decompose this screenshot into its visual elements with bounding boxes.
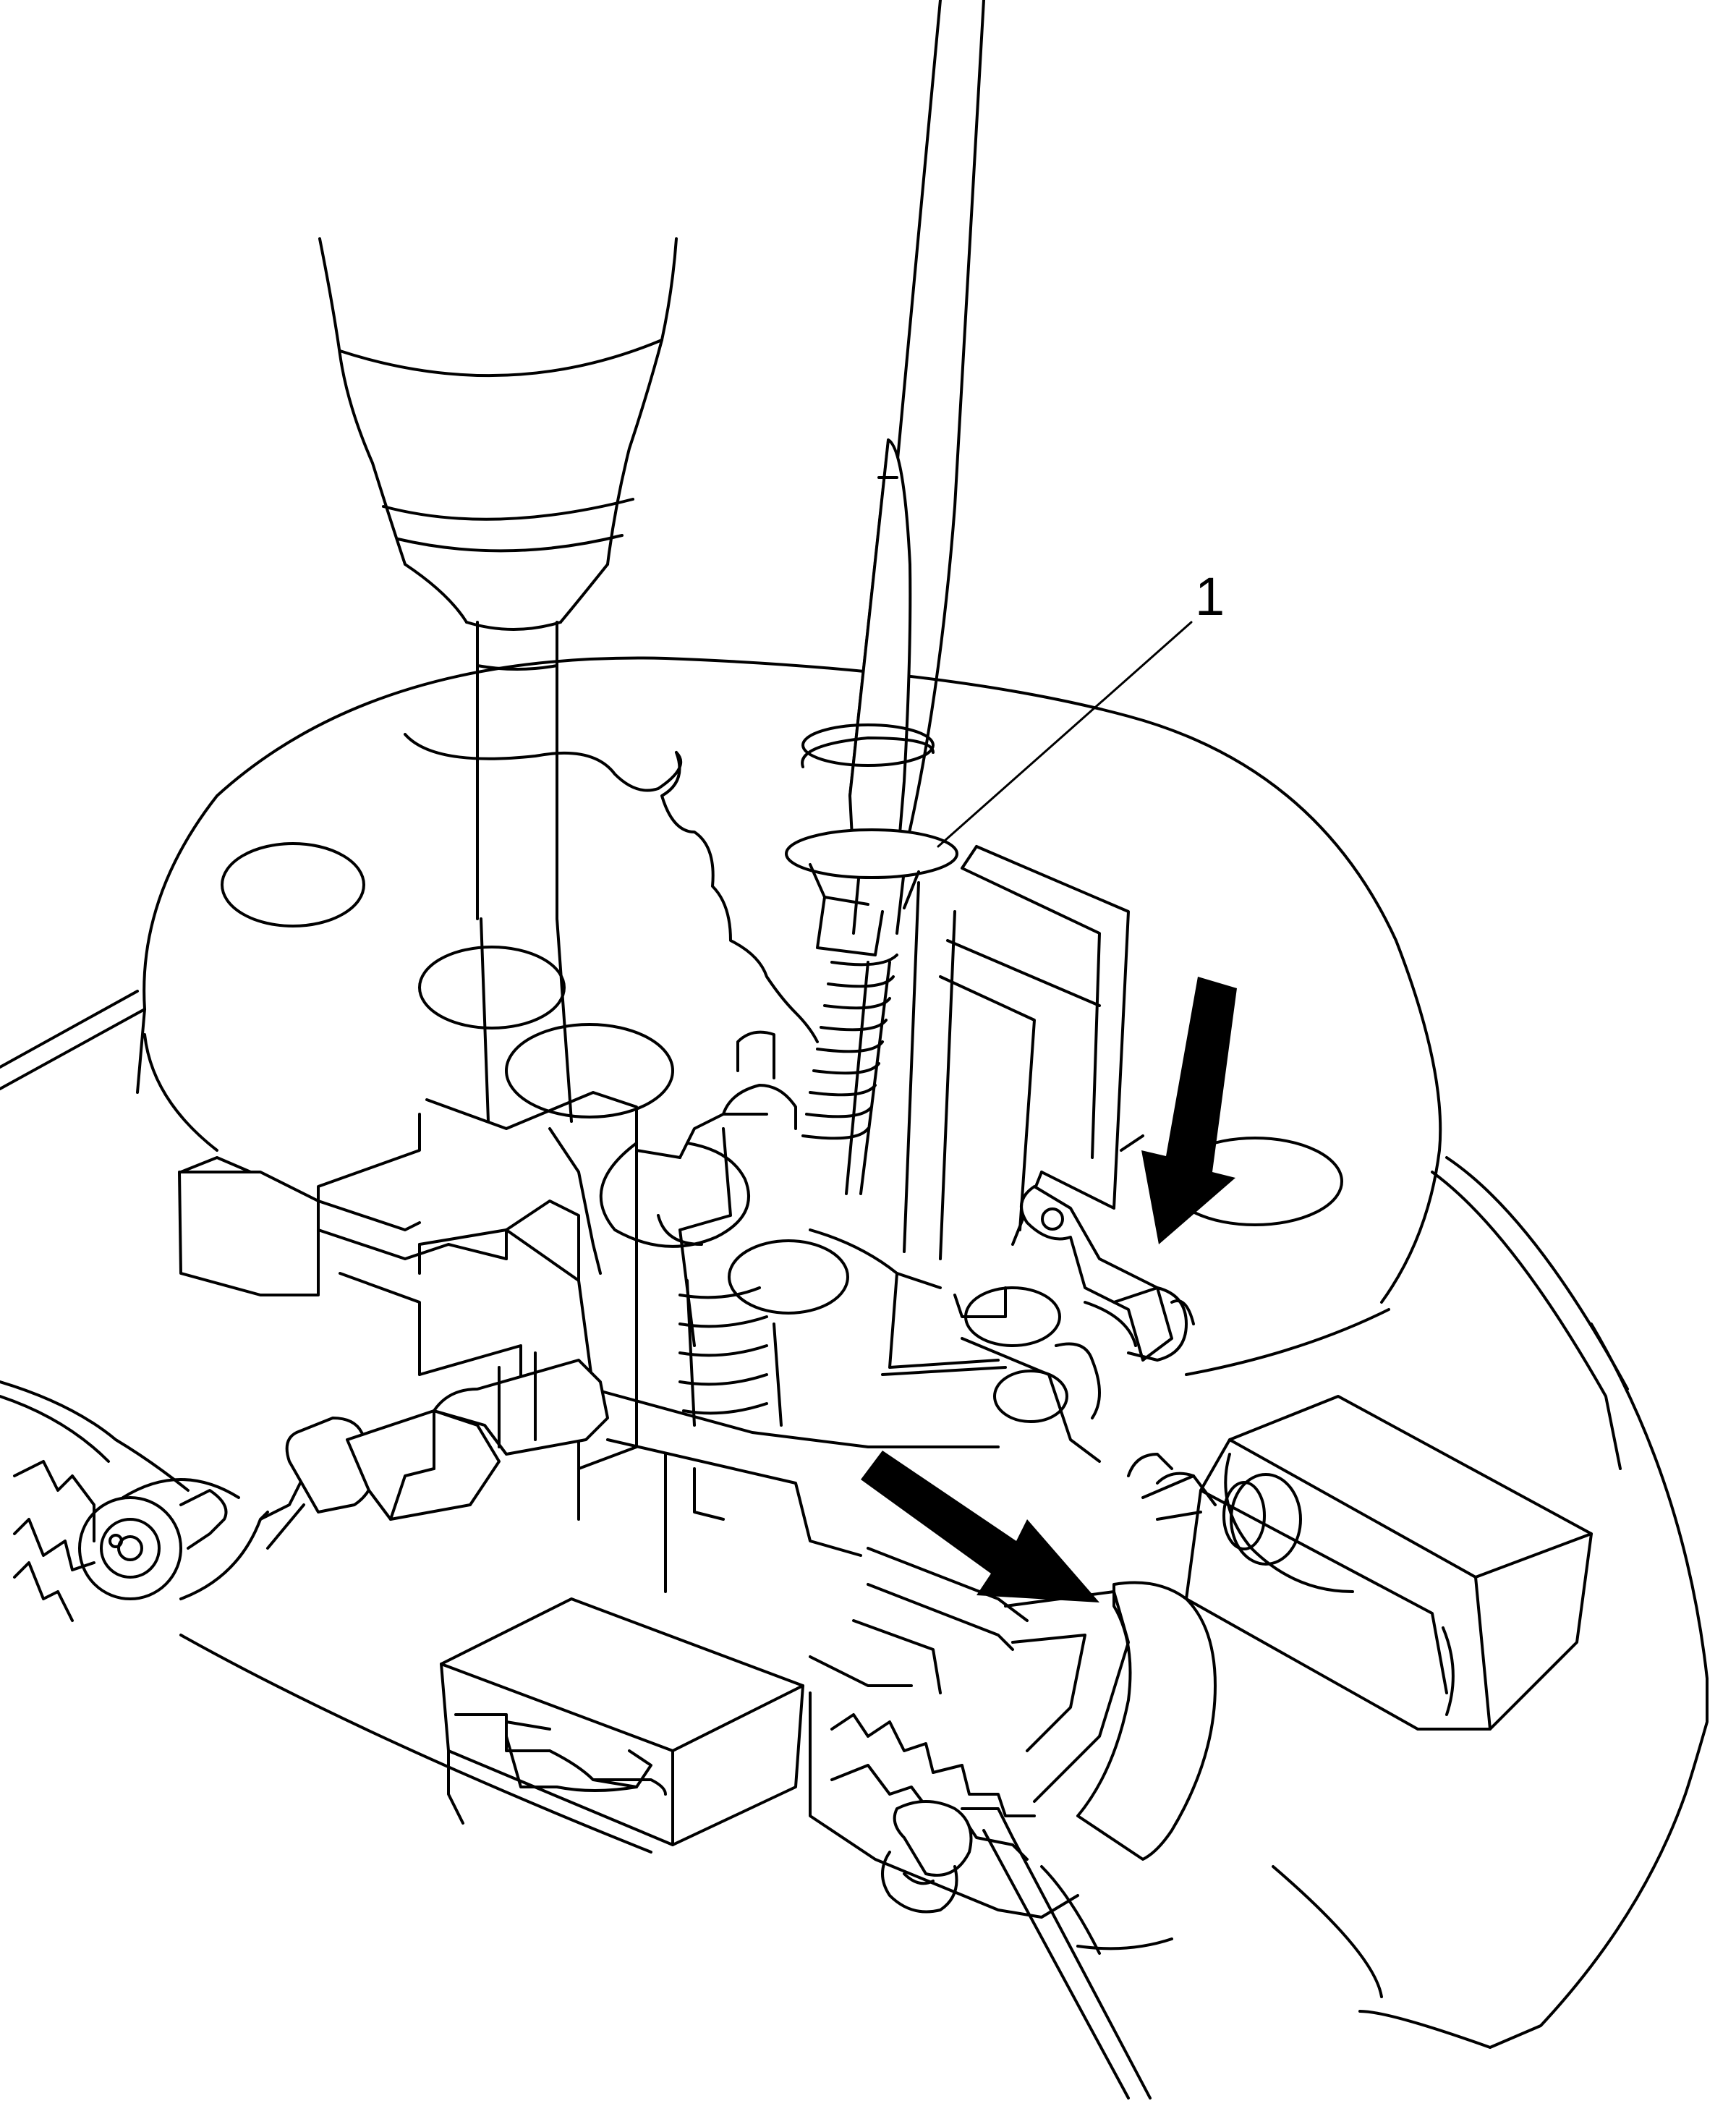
bracket [903,845,1144,1260]
plate-hole [418,946,566,1029]
plate-hole [221,842,365,927]
linkage-arm [809,1185,1195,1463]
ring [728,1239,849,1315]
solenoid [1127,1395,1593,1731]
oval-plate [136,656,1442,1376]
callout-1: 1 [937,566,1225,848]
ring [505,1023,674,1118]
sleeve-tool [318,237,678,1123]
plunger-column [785,723,958,1195]
washer [785,828,958,879]
slide-right-arrow [861,1451,1099,1602]
connector [440,1597,804,1846]
link-rod [0,1351,609,1622]
callout-label: 1 [1195,566,1225,627]
pivot-spring [599,1030,849,1427]
base-housing [0,990,1709,2049]
push-down-arrow [1141,977,1237,1244]
side-block [178,1171,320,1296]
ball-joint [78,1496,182,1600]
detent-lever [809,1547,1217,2100]
plunger-spring [801,954,898,1140]
carrier-block [178,1091,1000,1593]
pick-tool [848,0,985,935]
